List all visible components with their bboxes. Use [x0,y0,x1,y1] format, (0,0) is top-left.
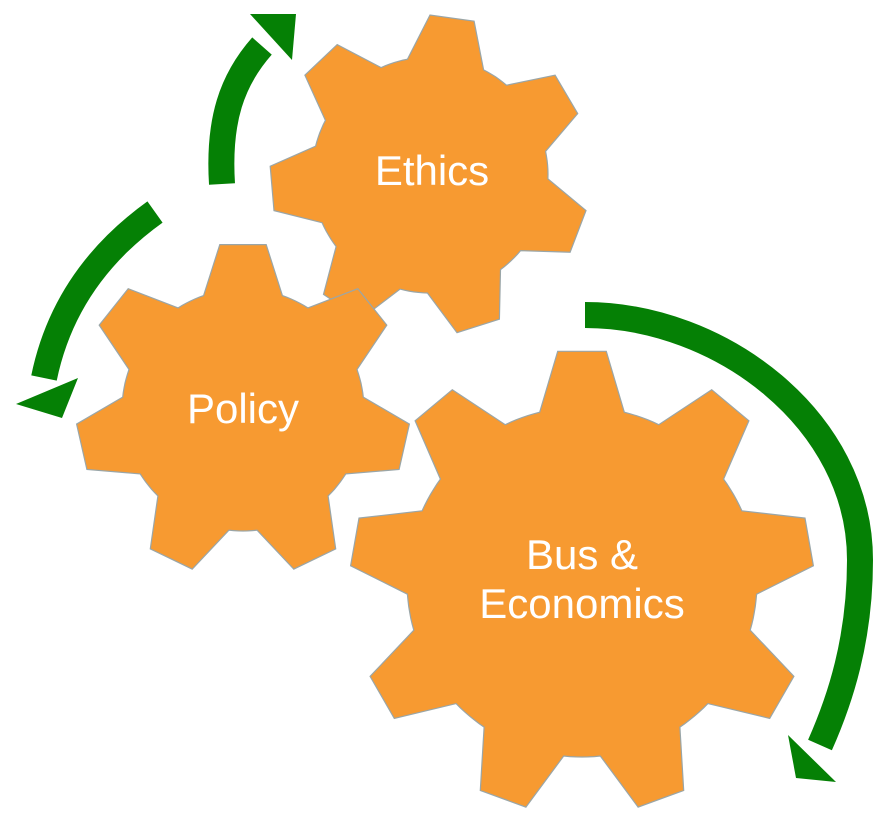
gear-bus-economics-label-line1: Bus & [526,531,638,578]
gear-ethics-shape [269,14,587,334]
arrow-left-icon [31,201,163,381]
arrow-top-icon [208,37,272,185]
gear-policy-shape [75,244,411,570]
cycle-arrows [16,14,874,782]
gear-bus-economics: Bus & Economics [349,350,815,808]
arrow-right-icon [584,302,874,751]
gear-policy: Policy [75,244,411,570]
gear-policy-label: Policy [187,385,299,432]
gear-bus-economics-shape [349,350,815,808]
arrow-right-head-icon [788,735,836,782]
arrow-left-head-icon [16,378,78,418]
gear-ethics-label: Ethics [375,147,489,194]
gear-bus-economics-label-line2: Economics [479,580,684,627]
gear-ethics: Ethics [269,14,587,334]
arrow-top-head-icon [250,14,296,60]
